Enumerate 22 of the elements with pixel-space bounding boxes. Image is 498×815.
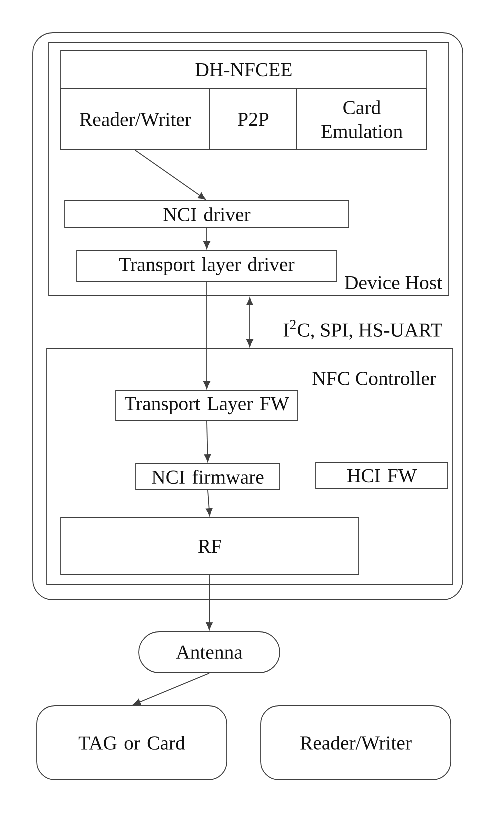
arrow xyxy=(133,673,210,706)
table-cell: Card Emulation xyxy=(296,88,428,150)
process-box: NCI firmware xyxy=(136,464,280,490)
rounded-frame xyxy=(32,32,464,600)
process-box: NCI driver xyxy=(64,200,350,228)
arrow xyxy=(206,575,213,630)
arrow xyxy=(204,421,212,462)
process-box: Transport Layer FW xyxy=(116,390,298,422)
process-box: Transport layer driver xyxy=(76,250,338,282)
edge-label: I$^{2}$C, SPI, HS-UART xyxy=(282,319,444,341)
table-cell: Reader/Writer xyxy=(60,88,210,150)
arrow xyxy=(135,150,206,200)
rounded-box: Antenna xyxy=(138,632,280,674)
rounded-box: Reader/Writer xyxy=(260,706,452,780)
arrow xyxy=(204,228,210,250)
arrow xyxy=(206,490,213,516)
rounded-box: TAG or Card xyxy=(36,706,228,780)
table-cell: P2P xyxy=(210,88,298,150)
arrow xyxy=(204,282,210,390)
process-box: RF xyxy=(60,518,360,576)
process-box: HCI FW xyxy=(316,462,448,490)
double-arrow xyxy=(246,298,254,348)
